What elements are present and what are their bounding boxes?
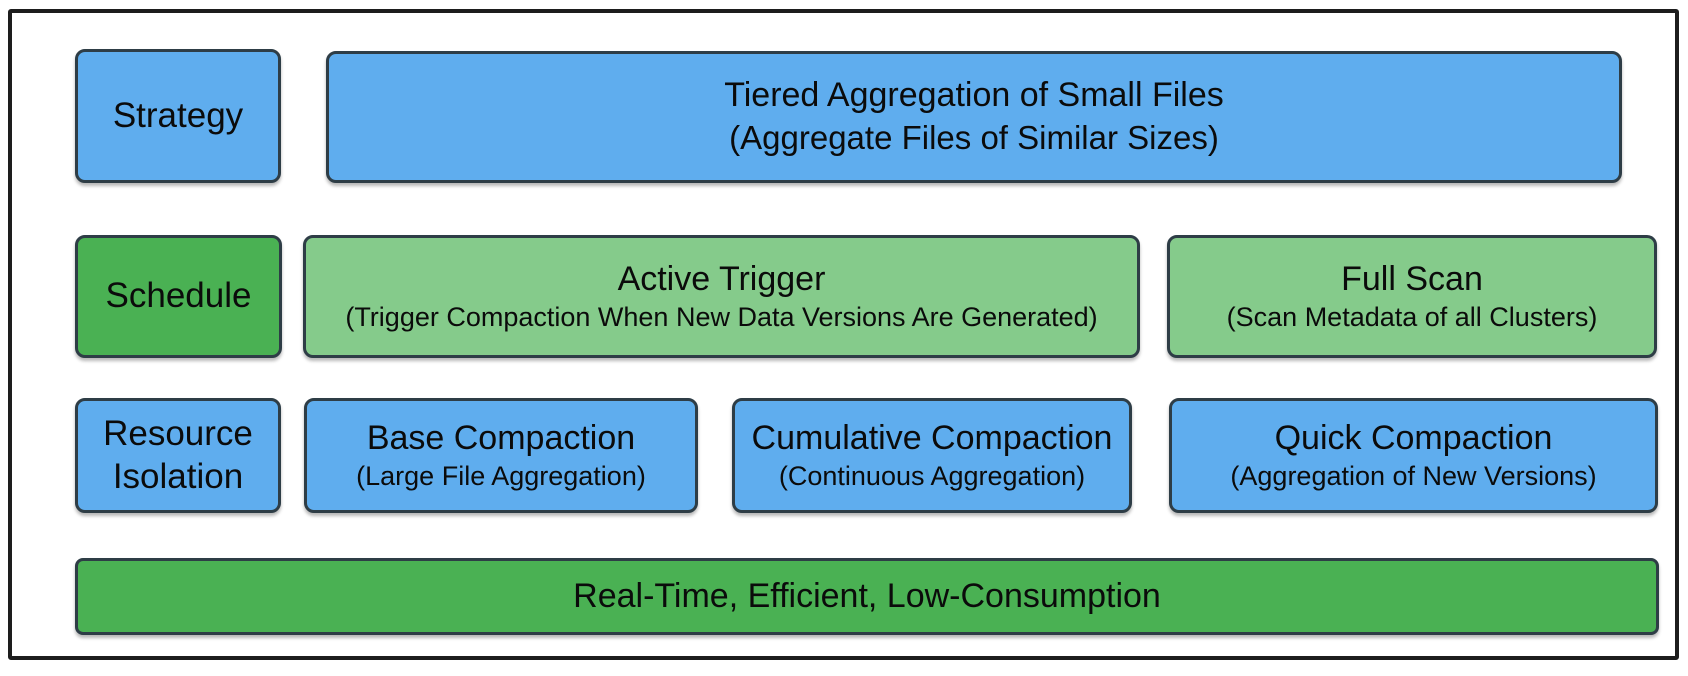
box-title: Active Trigger — [617, 259, 826, 298]
box-subtitle: (Large File Aggregation) — [356, 461, 646, 492]
box-title: Full Scan — [1341, 259, 1483, 298]
quick-compaction-box: Quick Compaction (Aggregation of New Ver… — [1169, 398, 1658, 513]
box-subtitle: (Scan Metadata of all Clusters) — [1226, 302, 1598, 333]
outer-frame: Strategy Tiered Aggregation of Small Fil… — [8, 9, 1679, 660]
base-compaction-box: Base Compaction (Large File Aggregation) — [304, 398, 698, 513]
box-subtitle: (Aggregation of New Versions) — [1230, 461, 1597, 492]
schedule-label-box: Schedule — [75, 235, 282, 358]
tiered-aggregation-box: Tiered Aggregation of Small Files (Aggre… — [326, 51, 1622, 183]
box-title: Tiered Aggregation of Small Files — [724, 76, 1224, 115]
resource-isolation-label-box: Resource Isolation — [75, 398, 281, 513]
box-title: Quick Compaction — [1274, 418, 1553, 457]
full-scan-box: Full Scan (Scan Metadata of all Clusters… — [1167, 235, 1657, 358]
summary-bar: Real-Time, Efficient, Low-Consumption — [75, 558, 1659, 635]
strategy-label-box: Strategy — [75, 49, 281, 183]
active-trigger-box: Active Trigger (Trigger Compaction When … — [303, 235, 1140, 358]
box-title: Base Compaction — [366, 418, 636, 457]
box-subtitle: (Continuous Aggregation) — [778, 461, 1086, 492]
strategy-label: Strategy — [112, 95, 244, 135]
cumulative-compaction-box: Cumulative Compaction (Continuous Aggreg… — [732, 398, 1132, 513]
schedule-label: Schedule — [105, 276, 252, 316]
summary-text: Real-Time, Efficient, Low-Consumption — [573, 577, 1161, 616]
box-title: Cumulative Compaction — [751, 418, 1113, 457]
box-subtitle: (Aggregate Files of Similar Sizes) — [729, 118, 1219, 156]
box-subtitle: (Trigger Compaction When New Data Versio… — [345, 302, 1098, 333]
resource-isolation-label: Resource Isolation — [103, 413, 253, 496]
